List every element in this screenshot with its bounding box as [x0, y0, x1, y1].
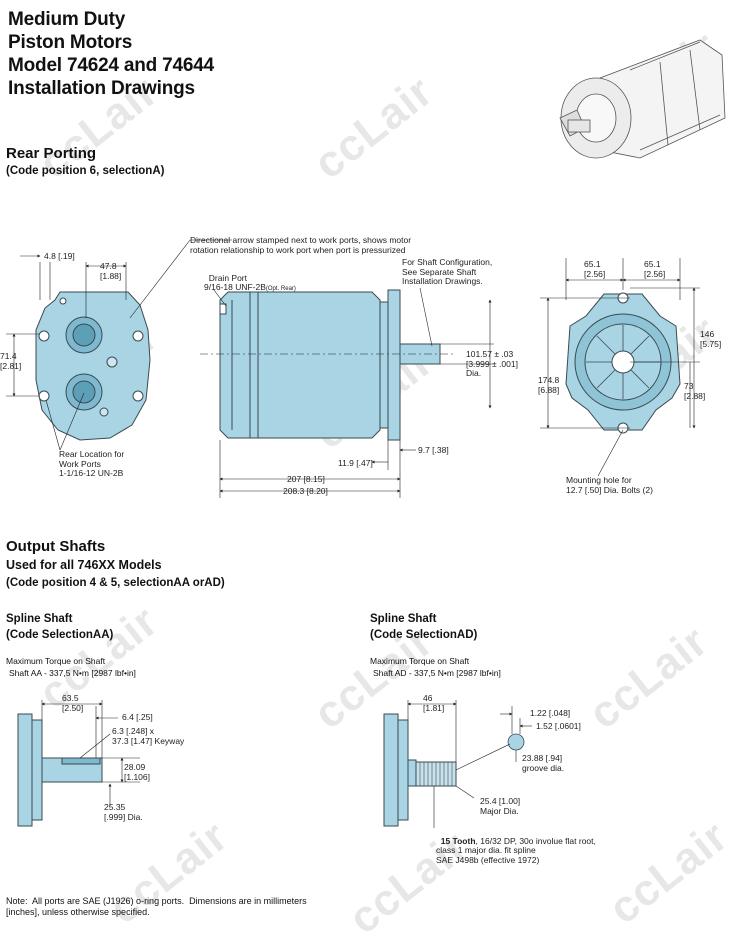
rear-porting-drawing	[6, 239, 700, 498]
dim-label: 47.8 [1.88]	[100, 261, 122, 281]
title-line: Medium Duty	[8, 9, 126, 30]
groove-detail	[507, 733, 525, 751]
rear-porting-subheading: (Code position 6, selectionA)	[6, 165, 165, 177]
shaft-aa	[17, 713, 103, 827]
callout-shaft-config: For Shaft Configuration, See Separate Sh…	[402, 257, 493, 286]
spline-aa-torque-title: Maximum Torque on Shaft	[6, 656, 106, 666]
dim-label: 65.1 [2.56]	[644, 259, 666, 279]
dim-label: 4.8 [.19]	[44, 251, 75, 261]
shaft-ad	[383, 713, 457, 827]
dim-label: 46 [1.81]	[423, 693, 445, 713]
spline-spec: , 16/32 DP, 30o involue flat root, class…	[436, 835, 596, 865]
title-line: Piston Motors	[8, 32, 133, 53]
dim-label: 207 [8.15]	[287, 474, 325, 484]
page-title: Medium Duty Piston Motors Model 74624 an…	[8, 8, 214, 100]
spline-ad-torque-title: Maximum Torque on Shaft	[370, 656, 470, 666]
tooth-count: 15 Tooth	[440, 835, 476, 846]
rear-view	[35, 291, 151, 441]
dim-label: 65.1 [2.56]	[584, 259, 606, 279]
dim-label: 101.57 ± .03 [3.999 ± .001] Dia.	[466, 349, 518, 378]
title-line: Installation Drawings	[8, 78, 195, 99]
drain-port-label: Drain Port 9/16-18 UNF-2B	[204, 272, 266, 292]
spline-ad-torque-value: Shaft AD - 337,5 N•m [2987 lbf•in]	[373, 668, 501, 678]
dim-label: 71.4 [2.81]	[0, 351, 22, 371]
callout-mounting-hole: Mounting hole for 12.7 [.50] Dia. Bolts …	[566, 475, 653, 495]
spline-aa-code: (Code SelectionAA)	[6, 629, 114, 641]
title-line: Model 74624 and 74644	[8, 55, 214, 76]
callout-spline-spec: 15 Tooth, 16/32 DP, 30o involue flat roo…	[436, 827, 596, 865]
output-shafts-heading: Output Shafts	[6, 538, 106, 555]
drain-port-opt: (Opt. Rear)	[265, 286, 296, 292]
dim-label: 6.4 [.25]	[122, 712, 153, 722]
dim-label: 1.52 [.0601]	[536, 721, 581, 731]
dim-label: 1.22 [.048]	[530, 708, 571, 718]
spline-teeth	[419, 762, 453, 786]
dim-label: 25.4 [1.00] Major Dia.	[480, 796, 521, 816]
dim-label: 11.9 [.47]	[338, 458, 373, 468]
dim-label: 28.09 [1.106]	[124, 762, 150, 782]
dim-label: 25.35 [.999] Dia.	[104, 802, 143, 822]
dim-label: 63.5 [2.50]	[62, 693, 84, 713]
callout-rear-location: Rear Location for Work Ports 1-1/16-12 U…	[59, 449, 125, 478]
dim-label: 146 [5.75]	[700, 329, 722, 349]
callout-directional-arrow: Directional arrow stamped next to work p…	[190, 235, 412, 255]
spline-ad-heading: Spline Shaft	[370, 613, 437, 625]
output-shafts-code: (Code position 4 & 5, selectionAA orAD)	[6, 577, 225, 589]
spline-ad-code: (Code SelectionAD)	[370, 629, 478, 641]
dim-label: 23.88 [.94] groove dia.	[522, 753, 565, 773]
spline-aa-torque-value: Shaft AA - 337,5 N•m [2987 lbf•in]	[9, 668, 136, 678]
callout-drain-port: Drain Port 9/16-18 UNF-2B(Opt. Rear)	[204, 264, 296, 295]
output-shaft-drawings	[17, 700, 532, 828]
callout-keyway: 6.3 [.248] x 37.3 [1.47] Keyway	[112, 726, 185, 746]
dim-label: 73 [2.88]	[684, 381, 706, 401]
dim-label: 208.3 [8.20]	[283, 486, 328, 496]
dim-label: 174.8 [6.88]	[538, 375, 560, 395]
spline-aa-heading: Spline Shaft	[6, 613, 73, 625]
rear-porting-heading: Rear Porting	[6, 145, 97, 162]
output-shafts-subheading: Used for all 746XX Models	[6, 558, 162, 572]
footer-note: Note: All ports are SAE (J1926) o-ring p…	[6, 896, 307, 917]
dim-label: 9.7 [.38]	[418, 445, 449, 455]
